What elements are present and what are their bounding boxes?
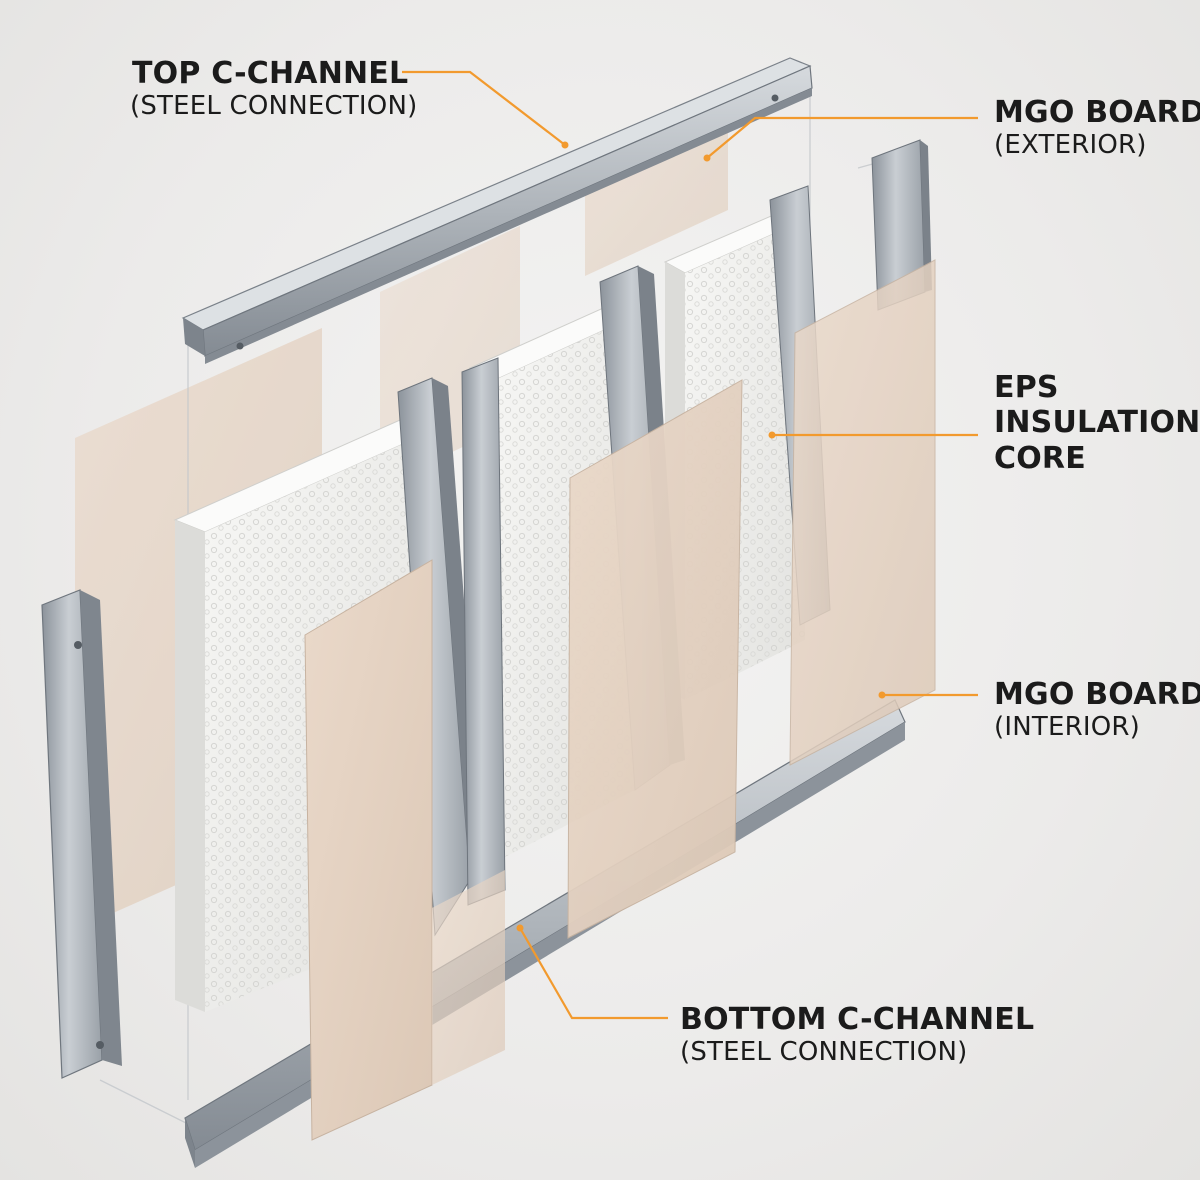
leader-mgo-interior — [878, 691, 978, 699]
leader-lines — [402, 70, 978, 1020]
label-bottom-c-channel-title: BOTTOM C-CHANNEL — [680, 1002, 1035, 1037]
label-top-c-channel-title: TOP C-CHANNEL — [132, 56, 409, 91]
leader-top-channel — [402, 70, 569, 149]
leader-eps-core — [768, 431, 978, 439]
label-mgo-board-interior: MGO BOARD (INTERIOR) — [994, 677, 1200, 743]
label-top-c-channel: TOP C-CHANNEL (STEEL CONNECTION) — [130, 56, 418, 122]
steel-stud-2 — [461, 357, 506, 906]
label-eps-insulation-core: EPS INSULATION CORE — [994, 370, 1200, 476]
label-eps-line1: EPS — [994, 370, 1059, 405]
label-mgo-exterior-title: MGO BOARD — [994, 95, 1200, 130]
label-mgo-board-exterior: MGO BOARD (EXTERIOR) — [994, 95, 1200, 161]
mgo-board-interior-4 — [432, 870, 505, 1085]
label-eps-line2: INSULATION — [994, 405, 1200, 441]
leader-bottom-channel — [516, 924, 668, 1020]
label-eps-line3: CORE — [994, 440, 1086, 476]
top-steel-channel — [181, 57, 813, 364]
mgo-board-interior-3 — [789, 259, 936, 766]
mgo-board-interior-1 — [304, 559, 433, 1141]
mgo-board-interior-2 — [567, 379, 743, 939]
label-bottom-c-channel: BOTTOM C-CHANNEL (STEEL CONNECTION) — [680, 1002, 1034, 1068]
label-mgo-exterior-subtitle: (EXTERIOR) — [994, 130, 1147, 161]
left-steel-stud — [41, 589, 122, 1079]
mgo-board-interior-group — [304, 259, 936, 1141]
label-top-c-channel-subtitle: (STEEL CONNECTION) — [130, 91, 418, 122]
steel-stud-right — [871, 139, 932, 311]
label-mgo-interior-subtitle: (INTERIOR) — [994, 712, 1140, 743]
label-bottom-c-channel-subtitle: (STEEL CONNECTION) — [680, 1037, 968, 1068]
mgo-board-exterior-3 — [585, 124, 728, 276]
label-mgo-interior-title: MGO BOARD — [994, 677, 1200, 712]
leader-mgo-exterior — [703, 116, 978, 162]
